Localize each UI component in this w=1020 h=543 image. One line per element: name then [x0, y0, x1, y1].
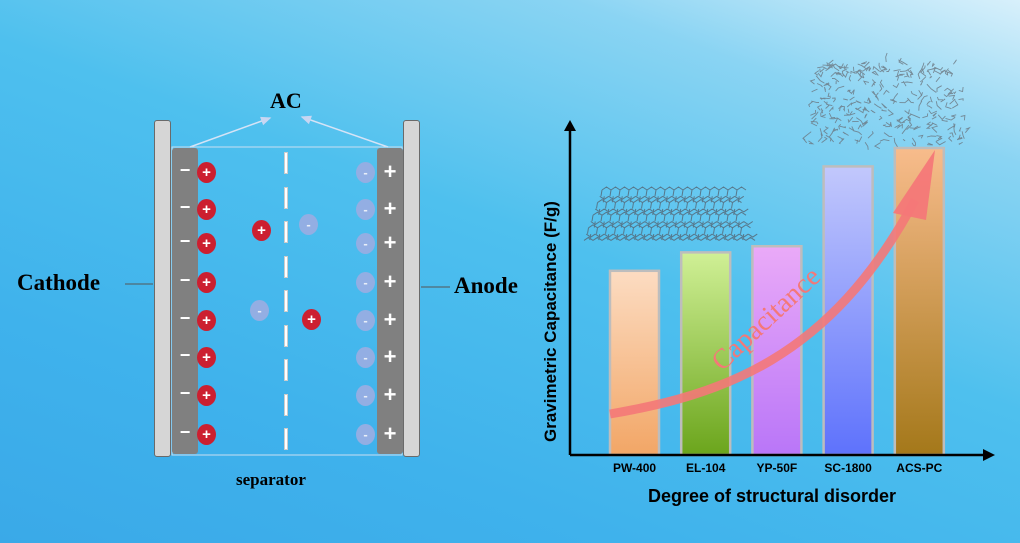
anode-positive-charge: +: [383, 230, 397, 255]
anion: -: [356, 162, 375, 183]
separator-dash: [284, 255, 288, 278]
x-tick-label: YP-50F: [757, 461, 798, 475]
cation: +: [197, 347, 216, 368]
cation: +: [197, 199, 216, 220]
anode-positive-charge: +: [383, 269, 397, 294]
anode-current-collector: [403, 120, 420, 457]
separator-dash: [284, 186, 288, 209]
separator-dash: [284, 221, 288, 243]
cathode-negative-charge: −: [179, 197, 191, 217]
x-tick-label: ACS-PC: [896, 461, 942, 475]
cathode-negative-charge: −: [179, 270, 191, 290]
cation: +: [197, 233, 216, 254]
separator-dash: [284, 324, 288, 347]
bar-pw-400: [608, 269, 661, 457]
anion: -: [356, 272, 375, 293]
x-tick-label: SC-1800: [824, 461, 872, 475]
cathode-electrode: [172, 148, 198, 454]
separator-dash: [284, 290, 288, 312]
anode-positive-charge: +: [383, 344, 397, 369]
cathode-negative-charge: −: [179, 345, 191, 365]
cathode-negative-charge: −: [179, 383, 191, 403]
x-tick-label: PW-400: [613, 461, 656, 475]
free-anion: -: [299, 214, 318, 235]
graphene-sheet-image: [583, 186, 758, 241]
cathode-label: Cathode: [17, 270, 101, 295]
cation: +: [197, 310, 216, 331]
x-axis-label: Degree of structural disorder: [648, 486, 896, 506]
separator-label: separator: [236, 470, 306, 489]
anion: -: [356, 233, 375, 254]
cation: +: [197, 385, 216, 406]
anode-electrode: [377, 148, 403, 454]
anode-label: Anode: [454, 273, 518, 298]
anode-positive-charge: +: [383, 421, 397, 446]
ac-label: AC: [270, 88, 302, 113]
anode-positive-charge: +: [383, 382, 397, 407]
anode-positive-charge: +: [383, 307, 397, 332]
free-cation: +: [252, 220, 271, 241]
cathode-negative-charge: −: [179, 160, 191, 180]
cation: +: [197, 162, 216, 183]
cathode-current-collector: [154, 120, 171, 457]
separator-dash: [284, 393, 288, 416]
x-tick-label: EL-104: [686, 461, 726, 475]
supercapacitor-diagram: AC Cathode Anode separator −+-+−+-+−+-+−…: [17, 88, 518, 489]
separator-dash: [284, 359, 288, 381]
cathode-negative-charge: −: [179, 422, 191, 442]
capacitance-trend-arrow: [609, 197, 919, 419]
free-cation: +: [302, 309, 321, 330]
anion: -: [356, 424, 375, 445]
separator-dash: [284, 152, 288, 174]
anode-positive-charge: +: [383, 159, 397, 184]
chart-axes: [564, 120, 995, 461]
y-axis-label: Gravimetric Capacitance (F/g): [541, 201, 560, 442]
capacitance-arrowhead: [893, 150, 935, 220]
cation: +: [197, 424, 216, 445]
disordered-carbon-network-image: [802, 52, 971, 150]
anion: -: [356, 385, 375, 406]
anion: -: [356, 199, 375, 220]
free-anion: -: [250, 300, 269, 321]
y-axis-arrowhead: [564, 120, 576, 131]
arrow-to-ac-left: [189, 116, 272, 148]
anion: -: [356, 347, 375, 368]
arrow-to-ac-right: [300, 115, 389, 148]
cation: +: [197, 272, 216, 293]
anion: -: [356, 310, 375, 331]
cathode-negative-charge: −: [179, 231, 191, 251]
anode-positive-charge: +: [383, 196, 397, 221]
separator-dash: [284, 428, 288, 450]
cathode-negative-charge: −: [179, 308, 191, 328]
x-axis-arrowhead: [983, 449, 995, 461]
